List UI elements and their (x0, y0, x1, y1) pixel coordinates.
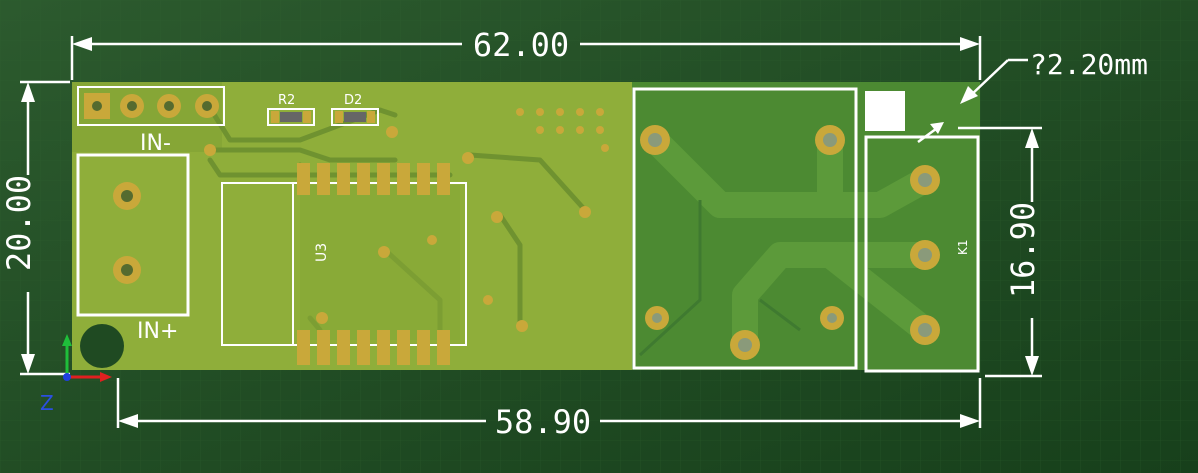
u3-pad (297, 330, 310, 365)
relay-thin-traces (638, 200, 801, 357)
u3-bottom-pads (297, 330, 450, 365)
u3-pad (437, 330, 450, 365)
u3-pad (437, 163, 450, 195)
label-d2: D2 (344, 93, 362, 108)
u3-pad (417, 330, 430, 365)
label-r2: R2 (278, 93, 295, 108)
u3-pad (297, 163, 310, 195)
lc-logo: LC (865, 91, 905, 131)
u3-pad (337, 330, 350, 365)
header-pins (77, 86, 225, 126)
u3-pad (397, 330, 410, 365)
terminal-block (76, 153, 190, 317)
u3-pad (397, 163, 410, 195)
axis-indicator: Z (40, 334, 112, 415)
u3-pad (317, 330, 330, 365)
u3-pad (377, 330, 390, 365)
relay-pads (640, 125, 940, 360)
label-in-plus: IN+ (137, 319, 178, 344)
u3-pad (377, 163, 390, 195)
label-u3: U3 (314, 243, 330, 262)
vias (204, 108, 609, 332)
dim-relay-height: 16.90 (1004, 202, 1042, 298)
logo-text: LC (868, 93, 898, 129)
u3-top-pads (297, 163, 450, 195)
dim-inner-width: 58.90 (495, 403, 591, 441)
mounting-hole (80, 324, 124, 368)
dim-width: 62.00 (473, 26, 569, 64)
label-k1: K1 (956, 239, 970, 255)
relay-traces (642, 127, 938, 358)
u3-pad (357, 163, 370, 195)
u3-pad (337, 163, 350, 195)
dim-hole: ?2.20mm (1030, 48, 1148, 81)
axis-z-label: Z (40, 391, 54, 415)
u3-pad (357, 330, 370, 365)
smd-components (267, 108, 379, 126)
dimension-lines (20, 36, 1042, 428)
u3-pad (317, 163, 330, 195)
label-in-minus: IN- (140, 131, 171, 156)
dim-height: 20.00 (0, 175, 38, 271)
u3-pad (417, 163, 430, 195)
relay-outlines (632, 87, 980, 373)
